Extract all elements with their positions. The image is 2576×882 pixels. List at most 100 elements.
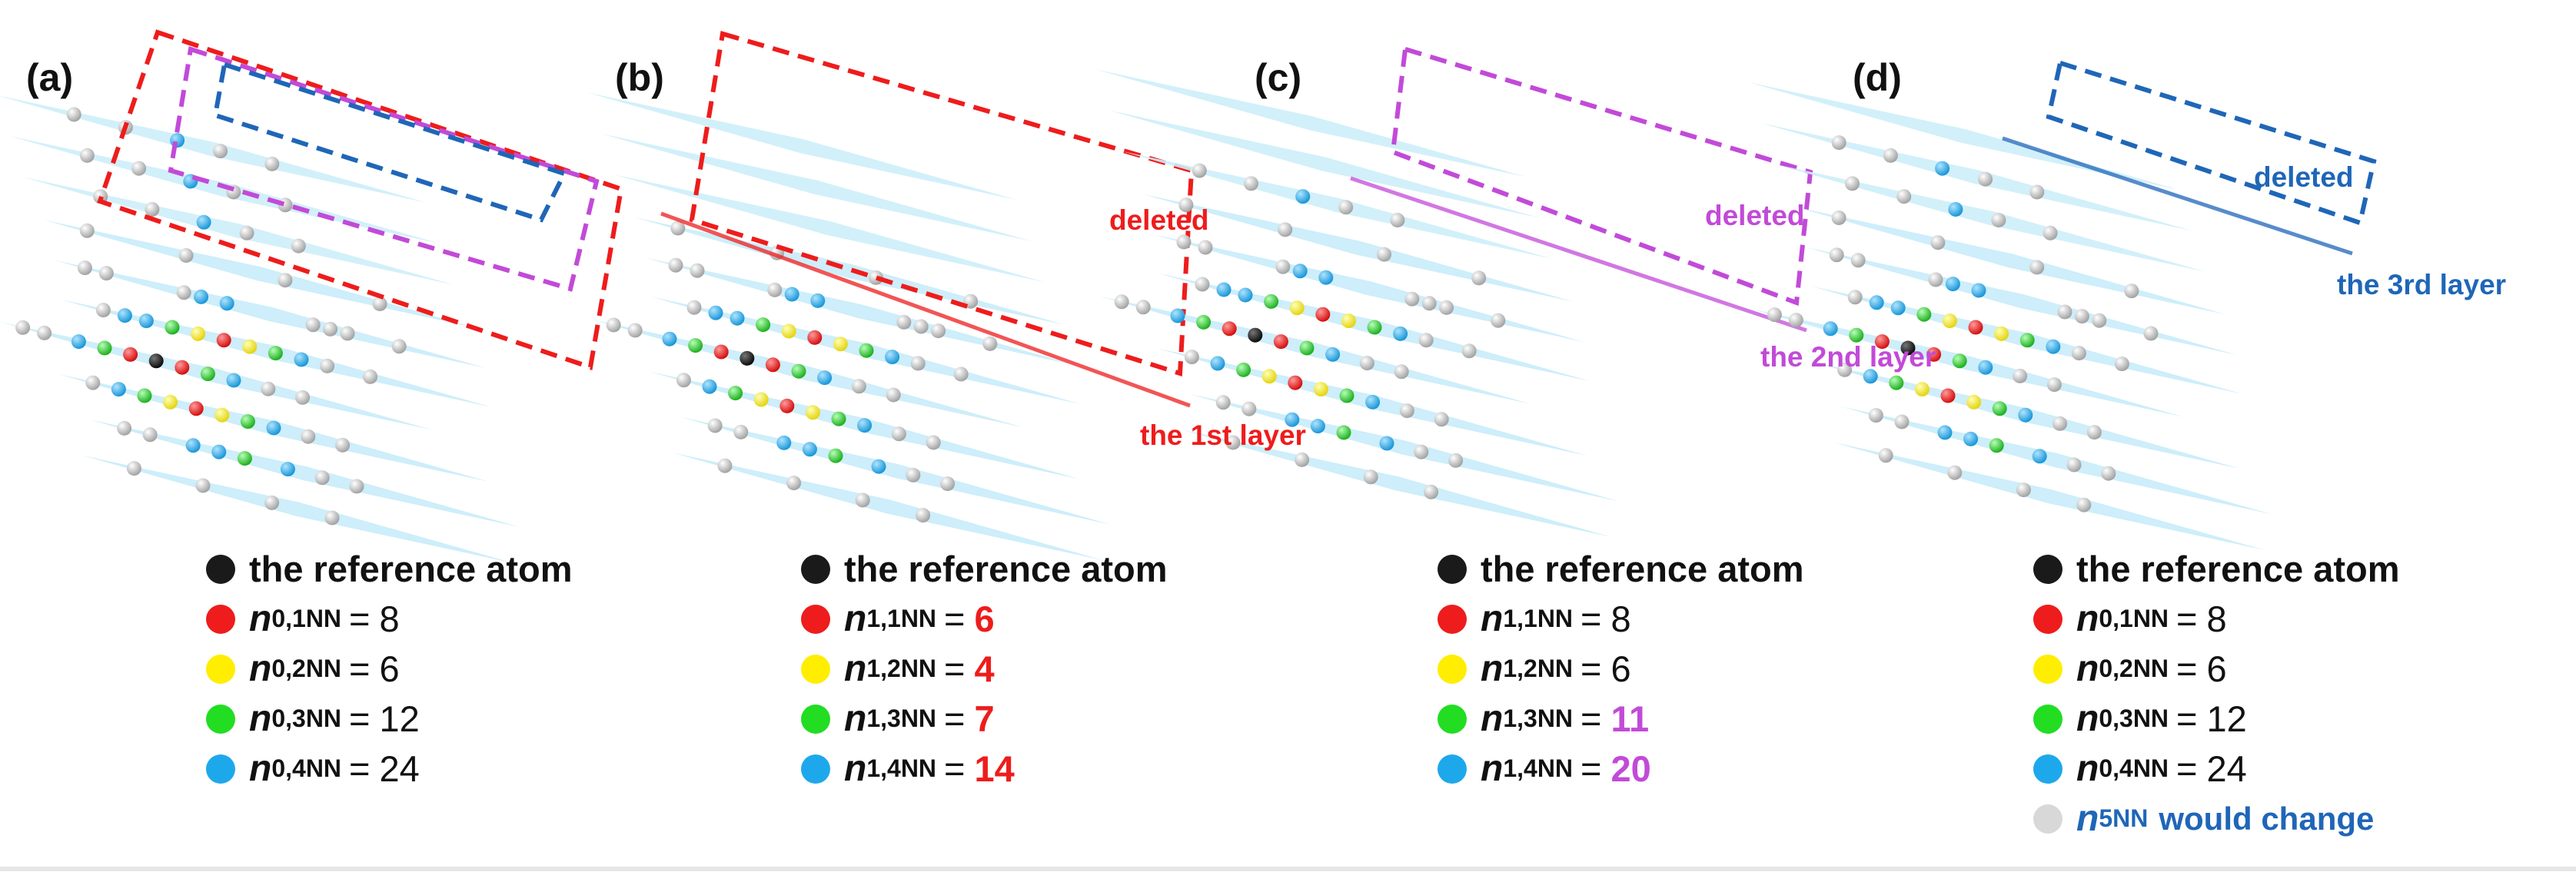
atom-blue — [1216, 282, 1231, 297]
atom-gray — [239, 225, 254, 240]
layer-box — [97, 29, 624, 370]
atom-red — [1940, 388, 1956, 403]
atom-gray — [851, 379, 866, 394]
neighbor-count-symbol: n — [1481, 698, 1504, 739]
reference-atom-label: the reference atom — [2076, 549, 2400, 589]
atom-green — [728, 386, 743, 401]
neighbor-count-subscript: 0,3NN — [2099, 705, 2169, 732]
atom-red — [779, 398, 795, 413]
atom-gray — [1225, 435, 1241, 450]
neighbor-count-symbol: n — [2076, 798, 2099, 839]
atom-blue — [117, 308, 132, 323]
panel-a-crystal — [0, 95, 520, 563]
equals-sign: = — [1581, 648, 1602, 689]
atom-plane — [82, 455, 514, 563]
atom-blue — [776, 435, 792, 450]
atom-plane — [1748, 82, 2179, 191]
atom-gray — [717, 458, 733, 473]
neighbor-count-subscript: 1,4NN — [1503, 754, 1574, 782]
atom-blue — [138, 313, 154, 329]
atom-gray — [676, 373, 691, 388]
atom-gray — [15, 320, 31, 335]
atom-gray — [690, 263, 705, 278]
atom-gray — [79, 223, 95, 238]
atom-gray — [2092, 313, 2107, 328]
atom-green — [97, 340, 112, 356]
neighbor-count-subscript: 1,4NN — [866, 754, 937, 782]
equals-sign: = — [349, 698, 371, 739]
neighbor-count-symbol: n — [2076, 598, 2099, 639]
atom-gray — [1847, 290, 1863, 305]
neighbor-count-subscript: 1,2NN — [866, 655, 937, 682]
equals-sign: = — [944, 648, 966, 689]
atom-blue — [1863, 369, 1878, 384]
neighbor-count-symbol: n — [249, 648, 272, 689]
atom-red — [216, 333, 231, 348]
atom-green — [200, 366, 215, 382]
atom-green — [2019, 333, 2035, 348]
atom-gray — [2076, 497, 2092, 512]
layer-box — [168, 46, 600, 292]
neighbor-count-symbol: n — [2076, 748, 2099, 789]
atom-green — [831, 411, 846, 426]
legend-row-reference: the reference atom — [2033, 544, 2400, 594]
neighbor-count-symbol: n — [1481, 598, 1504, 639]
atom-plane — [1142, 194, 1574, 302]
atom-gray — [1878, 448, 1893, 463]
neighbor-count-value: 12 — [2206, 698, 2247, 739]
atom-blue — [2018, 407, 2033, 423]
neighbor-count-subscript: 0,3NN — [271, 705, 342, 732]
atom-blue — [1971, 283, 1986, 298]
atom-blue — [730, 310, 745, 326]
atom-blue — [1379, 436, 1394, 451]
atom-blue — [280, 462, 295, 477]
atom-gray — [2046, 377, 2062, 393]
legend-row-reference: the reference atom — [801, 544, 1168, 594]
nn1-atom-marker — [1438, 604, 1467, 634]
atom-gray — [707, 418, 723, 433]
atom-yellow — [805, 405, 820, 420]
nn1-atom-marker — [206, 604, 235, 634]
nn1-atom-marker — [801, 604, 830, 634]
neighbor-count-subscript: 1,3NN — [866, 705, 937, 732]
atom-red — [1273, 334, 1288, 350]
atom-red — [1874, 334, 1890, 350]
nn2-atom-marker — [1438, 654, 1467, 684]
atom-green — [1992, 401, 2007, 416]
atom-gray — [301, 429, 316, 444]
atom-gray — [627, 323, 643, 338]
atom-gray — [145, 202, 160, 217]
nn3-atom-marker — [206, 704, 235, 734]
atom-yellow — [753, 392, 769, 407]
panel-d-layer-label: the 3rd layer — [2337, 269, 2507, 300]
equals-sign: = — [944, 598, 966, 639]
neighbor-count-value: 6 — [974, 598, 995, 639]
atom-gray — [786, 476, 802, 491]
atom-plane — [44, 220, 475, 328]
neighbor-count-value: 7 — [974, 698, 995, 739]
atom-gray — [906, 467, 921, 482]
atom-gray — [363, 369, 378, 384]
nn2-atom-marker — [801, 654, 830, 684]
panel-a-nested-boxes — [97, 29, 624, 370]
atom-gray — [1278, 222, 1293, 237]
neighbor-count-value: 8 — [379, 598, 400, 639]
atom-gray — [1829, 247, 1844, 263]
atom-blue — [111, 382, 126, 397]
atom-gray — [1176, 234, 1192, 250]
neighbor-count-symbol: n — [249, 698, 272, 739]
atom-gray — [1215, 395, 1231, 410]
atom-plane — [613, 174, 1045, 283]
atom-green — [1849, 327, 1864, 343]
neighbor-count-symbol: n — [249, 598, 272, 639]
neighbor-count-subscript: 1,3NN — [1503, 705, 1574, 732]
atom-green — [1367, 320, 1382, 335]
atom-gray — [1767, 307, 1782, 323]
atom-plane — [1109, 110, 1540, 218]
